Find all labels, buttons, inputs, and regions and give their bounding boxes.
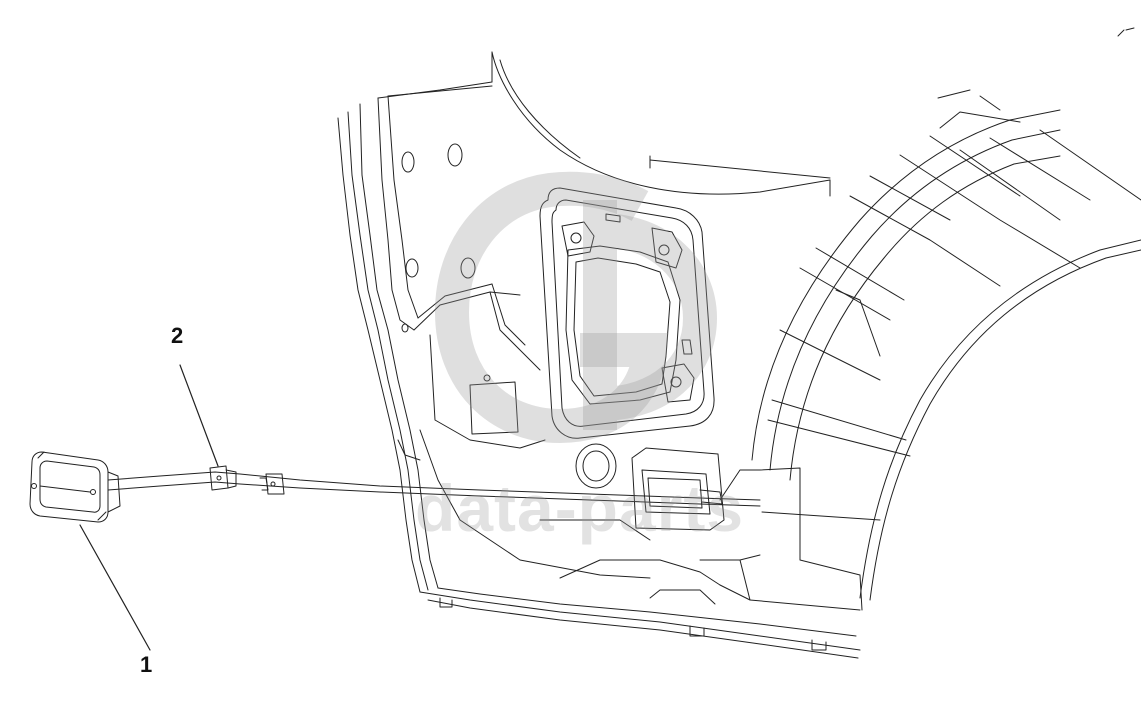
lamp-housing: [29, 451, 121, 523]
leader-lines: [79, 364, 219, 651]
wheel-arch: [751, 89, 1141, 601]
callout-2: 2: [171, 323, 184, 348]
wire-connector: [209, 465, 285, 495]
callout-1: 1: [140, 652, 153, 677]
body-panel: [337, 51, 863, 659]
wire-harness: [107, 471, 761, 507]
watermark-text: data-parts: [415, 471, 745, 545]
window-aperture: [539, 187, 725, 531]
watermark-logo: [434, 171, 718, 444]
